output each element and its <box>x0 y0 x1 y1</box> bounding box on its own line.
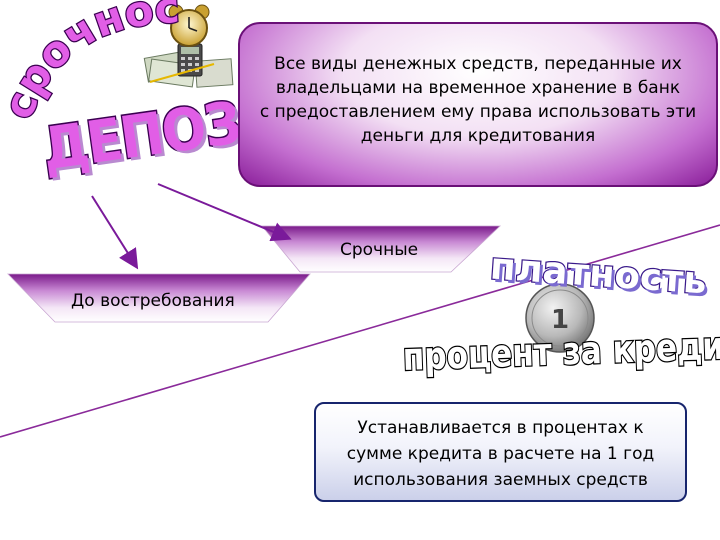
demand-deposit-shape <box>7 273 311 323</box>
money-calculator-icon <box>143 43 234 88</box>
ruble-coin-icon: 1 <box>525 283 595 353</box>
rate-line: Устанавливается в процентах к <box>357 418 644 438</box>
term-deposit-shape <box>261 225 502 273</box>
alarm-clock-icon <box>168 4 210 47</box>
definition-line: Все виды денежных средств, переданные их <box>274 54 682 74</box>
definition-line: деньги для кредитования <box>360 126 596 146</box>
rate-line: сумме кредита в расчете на 1 год <box>346 444 655 464</box>
demand-deposit-label: До востребования <box>71 291 235 311</box>
rate-line: использования заемных средств <box>353 470 648 490</box>
arrow-to-demand <box>91 195 139 270</box>
interest-rate-box: Устанавливается в процентах к сумме кред… <box>314 402 687 502</box>
definition-box: Все виды денежных средств, переданные их… <box>238 22 718 187</box>
term-deposit-label: Срочные <box>340 240 419 260</box>
arrow-to-term <box>157 183 292 242</box>
diagonal-line <box>0 224 720 438</box>
svg-text:1: 1 <box>551 305 569 335</box>
definition-line: с предоставлением ему права использовать… <box>259 102 697 122</box>
definition-line: владельцами на временное хранение в банк <box>275 78 681 98</box>
